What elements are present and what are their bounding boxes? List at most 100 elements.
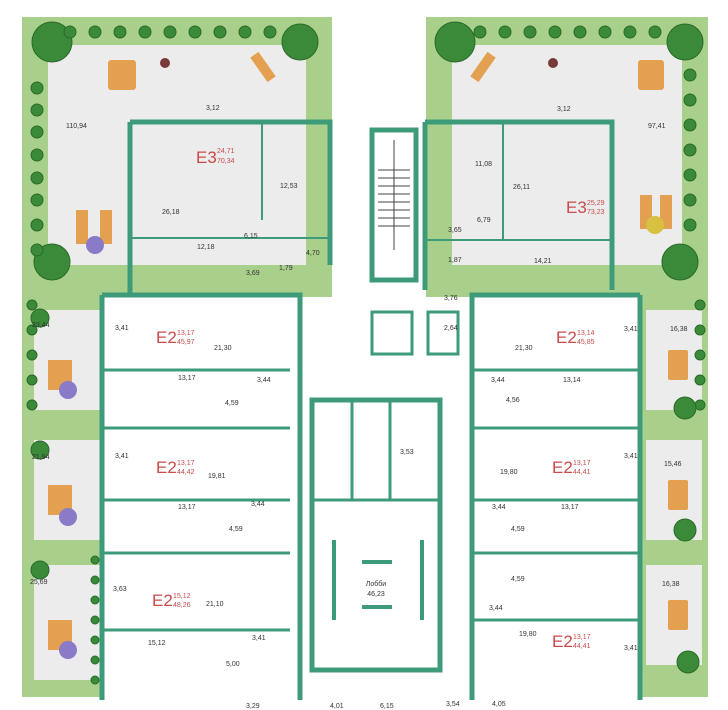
apt-type: E2 <box>552 458 573 477</box>
area-label: 3,41 <box>624 453 638 460</box>
area-label: 4,05 <box>492 701 506 708</box>
apt-total-area: 44,41 <box>573 469 591 476</box>
tree <box>90 595 100 605</box>
parasol <box>59 381 77 399</box>
area-label: 3,54 <box>446 701 460 708</box>
tree <box>26 374 38 386</box>
tree <box>694 324 706 336</box>
area-label: 6,79 <box>477 217 491 224</box>
area-label: 4,59 <box>511 526 525 533</box>
apt-type: E2 <box>156 328 177 347</box>
tree <box>31 21 73 63</box>
tree <box>683 218 697 232</box>
gardens <box>22 17 708 697</box>
tree <box>683 143 697 157</box>
tree <box>30 103 44 117</box>
trees <box>26 21 706 685</box>
parasol <box>646 216 664 234</box>
wall <box>130 119 333 265</box>
area-label: 4,70 <box>306 250 320 257</box>
tree <box>281 23 319 61</box>
wall <box>102 292 303 700</box>
area-label: 19,80 <box>519 631 537 638</box>
area-label: 3,44 <box>491 377 505 384</box>
bench <box>420 540 424 620</box>
apt-living-area: 25,29 <box>587 200 605 207</box>
tree <box>90 655 100 665</box>
tree <box>598 25 612 39</box>
apt-label: E2 13,17 45,97 <box>156 328 195 347</box>
tree <box>694 349 706 361</box>
area-label: 21,30 <box>214 345 232 352</box>
tree <box>113 25 127 39</box>
area-label: 13,17 <box>178 504 196 511</box>
wall <box>369 127 419 283</box>
area-label: 15,12 <box>148 640 166 647</box>
tree <box>33 243 71 281</box>
tree <box>683 68 697 82</box>
tree <box>238 25 252 39</box>
apt-total-area: 44,41 <box>573 643 591 650</box>
area-label: 3,44 <box>251 501 265 508</box>
tree <box>548 25 562 39</box>
area-label: 3,53 <box>400 449 414 456</box>
tree <box>26 324 38 336</box>
tree <box>30 125 44 139</box>
area-label: 3,44 <box>257 377 271 384</box>
tree <box>498 25 512 39</box>
tree <box>90 675 100 685</box>
area-label: 3,65 <box>448 227 462 234</box>
tree <box>683 118 697 132</box>
tree <box>666 23 704 61</box>
deckchair <box>660 195 672 229</box>
area-label: 13,17 <box>561 504 579 511</box>
parasol <box>59 508 77 526</box>
area-label: 3,12 <box>557 106 571 113</box>
area-label: 23,44 <box>32 322 50 329</box>
area-label: 21,30 <box>515 345 533 352</box>
area-label: 110,94 <box>66 123 87 130</box>
apt-total-area: 70,34 <box>217 158 235 165</box>
area-label: 97,41 <box>648 123 666 130</box>
area-label: 16,38 <box>662 581 680 588</box>
apt-total-area: 73,23 <box>587 209 605 216</box>
tree <box>90 635 100 645</box>
tree <box>473 25 487 39</box>
bench <box>332 540 336 620</box>
tree <box>523 25 537 39</box>
apt-type: E3 <box>566 198 587 217</box>
area-label: 13,17 <box>178 375 196 382</box>
tree <box>213 25 227 39</box>
area-label: 3,44 <box>492 504 506 511</box>
tree <box>648 25 662 39</box>
area-label: 26,11 <box>513 184 530 191</box>
bench <box>362 605 392 609</box>
terrace-table <box>668 350 688 380</box>
tree <box>683 93 697 107</box>
tree <box>30 193 44 207</box>
apt-living-area: 24,71 <box>217 148 235 155</box>
terrace-table-nw <box>108 60 136 90</box>
area-label: 3,41 <box>115 325 129 332</box>
sunlounger <box>250 51 276 83</box>
apt-living-area: 13,17 <box>573 460 591 467</box>
apt-label: E3 24,71 70,34 <box>196 148 235 167</box>
area-label: 1,79 <box>279 265 293 272</box>
tree <box>30 218 44 232</box>
apt-living-area: 13,17 <box>177 460 195 467</box>
apt-type: E2 <box>156 458 177 477</box>
area-label: 3,76 <box>444 295 458 302</box>
apt-type: E2 <box>152 591 173 610</box>
area-label: 4,56 <box>506 397 520 404</box>
bench <box>362 560 392 564</box>
apt-label: E2 13,17 44,42 <box>156 458 195 477</box>
apt-total-area: 44,42 <box>177 469 195 476</box>
area-label: 4,59 <box>229 526 243 533</box>
wall <box>425 119 615 290</box>
area-label: 3,41 <box>624 645 638 652</box>
tree <box>26 299 38 311</box>
tree <box>90 615 100 625</box>
area-label: 1,87 <box>448 257 462 264</box>
tree <box>30 560 50 580</box>
area-label: 11,08 <box>475 161 492 168</box>
